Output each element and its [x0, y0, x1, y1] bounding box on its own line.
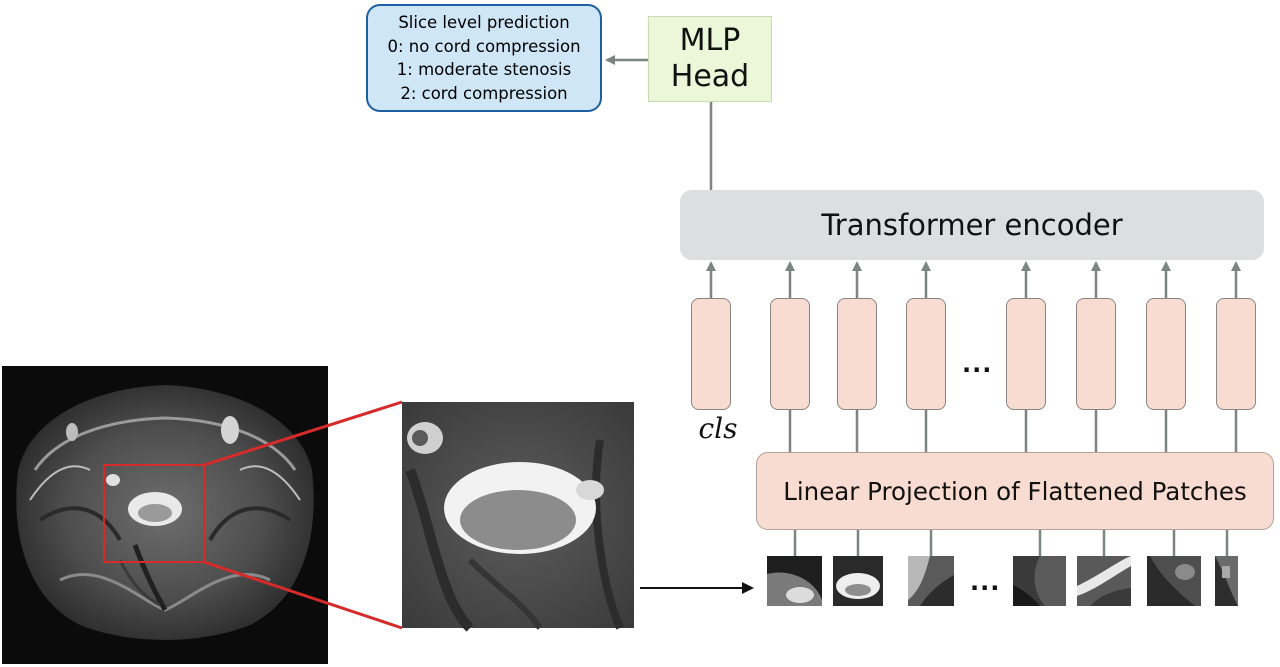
patch-token-7 [1216, 298, 1256, 410]
cls-token-label: cls [698, 412, 738, 445]
token-to-encoder-arrows [706, 261, 1241, 298]
patch-5 [1077, 556, 1131, 606]
prediction-class-2: 2: cord compression [400, 83, 568, 103]
mlp-head-line2: Head [670, 59, 750, 94]
patch-ellipsis: ... [970, 568, 1001, 596]
prediction-title: Slice level prediction [398, 13, 570, 32]
mri-axial-slice [2, 366, 328, 664]
transformer-encoder-box: Transformer encoder [680, 190, 1264, 260]
prediction-class-0: 0: no cord compression [387, 36, 581, 56]
projection-to-token-lines [788, 410, 1238, 452]
patch-7 [1215, 556, 1238, 606]
cls-token [691, 298, 731, 410]
patch-1 [767, 556, 822, 606]
patch-token-6 [1146, 298, 1186, 410]
patch-token-4 [1006, 298, 1046, 410]
mri-zoomed-crop [402, 402, 634, 632]
patch-token-1 [770, 298, 810, 410]
patch-row [767, 556, 1238, 606]
patch-to-projection-lines [793, 530, 1229, 556]
patch-token-5 [1076, 298, 1116, 410]
token-ellipsis: ... [962, 350, 993, 378]
mlp-head-box: MLP Head [648, 16, 772, 102]
patch-2 [833, 556, 883, 606]
linear-projection-label: Linear Projection of Flattened Patches [783, 476, 1247, 506]
prediction-class-1: 1: moderate stenosis [396, 60, 572, 79]
mlp-head-line1: MLP [679, 23, 741, 58]
patch-6 [1147, 556, 1201, 606]
patch-4 [1013, 556, 1066, 606]
slice-prediction-box: Slice level prediction 0: no cord compre… [366, 4, 602, 112]
linear-projection-box: Linear Projection of Flattened Patches [756, 452, 1274, 530]
zoom-connector-lines [203, 400, 403, 630]
patch-3 [908, 556, 954, 606]
patch-token-2 [837, 298, 877, 410]
patch-token-3 [906, 298, 946, 410]
transformer-encoder-label: Transformer encoder [821, 208, 1123, 242]
